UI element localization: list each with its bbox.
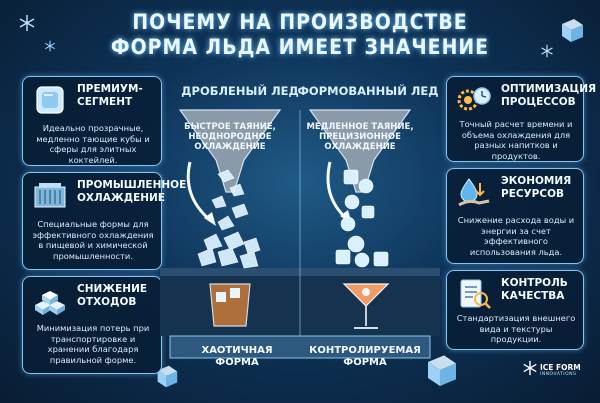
panel-text: Идеально прозрачные, медленно тающие куб… [36, 123, 150, 165]
panel-text: Специальные формы для эффективного охлаж… [32, 219, 154, 261]
panel-premium: ПРЕМИУМ- СЕГМЕНТ Идеально прозрачные, ме… [22, 76, 162, 166]
ice-cube-decoration-icon [562, 19, 583, 42]
gears-clock-icon [457, 87, 491, 111]
panel-heading: ОПТИМИЗАЦИЯ ПРОЦЕССОВ [501, 83, 597, 108]
snowflake-logo-icon [523, 360, 537, 376]
snowflake-icon [19, 15, 35, 31]
title-line-2: ФОРМА ЛЬДА ИМЕЕТ ЗНАЧЕНИЕ [110, 35, 490, 59]
ice-cube-decoration-icon [428, 355, 456, 386]
snowflake-icon [45, 40, 55, 52]
controlled-form-label: КОНТРОЛИРУЕМАЯ ФОРМА [309, 345, 421, 368]
panel-waste: СНИЖЕНИЕ ОТХОДОВ Минимизация потерь при … [22, 276, 162, 374]
industrial-cooler-icon [34, 183, 66, 208]
panel-text: Точный расчет времени и объема охлаждени… [459, 119, 573, 161]
logo-subtitle: INNOVATIONS [540, 372, 577, 377]
panel-text: Снижение расхода воды и энергии за счет … [457, 215, 575, 257]
water-drop-hand-icon [458, 178, 490, 207]
checklist-magnifier-icon [460, 279, 491, 309]
panel-industrial: ПРОМЫШЛЕННОЕ ОХЛАЖДЕНИЕ Специальные форм… [22, 172, 186, 270]
panel-quality: КОНТРОЛЬ КАЧЕСТВА Стандартизация внешнег… [446, 270, 584, 350]
crushed-ice-funnel-label: БЫСТРОЕ ТАЯНИЕ, НЕОДНОРОДНОЕ ОХЛАЖДЕНИЕ [184, 122, 276, 152]
title-line-1: ПОЧЕМУ НА ПРОИЗВОДСТВЕ [132, 10, 468, 34]
ice-cube-decoration-icon [157, 365, 178, 388]
panel-text: Минимизация потерь при транспортировке и… [36, 323, 150, 365]
ice-comparison-illustration [160, 109, 440, 359]
page-title: ПОЧЕМУ НА ПРОИЗВОДСТВЕ ФОРМА ЛЬДА ИМЕЕТ … [90, 10, 510, 60]
panel-heading: ЭКОНОМИЯ РЕСУРСОВ [501, 175, 572, 200]
panel-optimization: ОПТИМИЗАЦИЯ ПРОЦЕССОВ Точный расчет врем… [446, 76, 596, 162]
panel-heading: ПРЕМИУМ- СЕГМЕНТ [77, 83, 143, 108]
formed-ice-funnel-label: МЕДЛЕННОЕ ТАЯНИЕ, ПРЕЦИЗИОННОЕ ОХЛАЖДЕНИ… [306, 122, 414, 152]
ice-cubes-pile-icon [35, 291, 65, 315]
panel-heading: СНИЖЕНИЕ ОТХОДОВ [77, 283, 148, 308]
panel-text: Стандартизация внешнего вида и текстуры … [456, 313, 576, 344]
logo-name: ICE FORM [540, 363, 581, 372]
panel-resources: ЭКОНОМИЯ РЕСУРСОВ Снижение расхода воды … [446, 168, 584, 264]
chaotic-form-label: ХАОТИЧНАЯ ФОРМА [201, 345, 273, 368]
panel-heading: КОНТРОЛЬ КАЧЕСТВА [501, 277, 568, 302]
panel-heading: ПРОМЫШЛЕННОЕ ОХЛАЖДЕНИЕ [77, 179, 187, 204]
crushed-ice-heading: ДРОБЛЕНЫЙ ЛЕД [181, 84, 299, 98]
ice-cube-icon [36, 86, 64, 114]
formed-ice-heading: ФОРМОВАННЫЙ ЛЕД [297, 84, 439, 98]
snowflake-icon [541, 44, 553, 58]
